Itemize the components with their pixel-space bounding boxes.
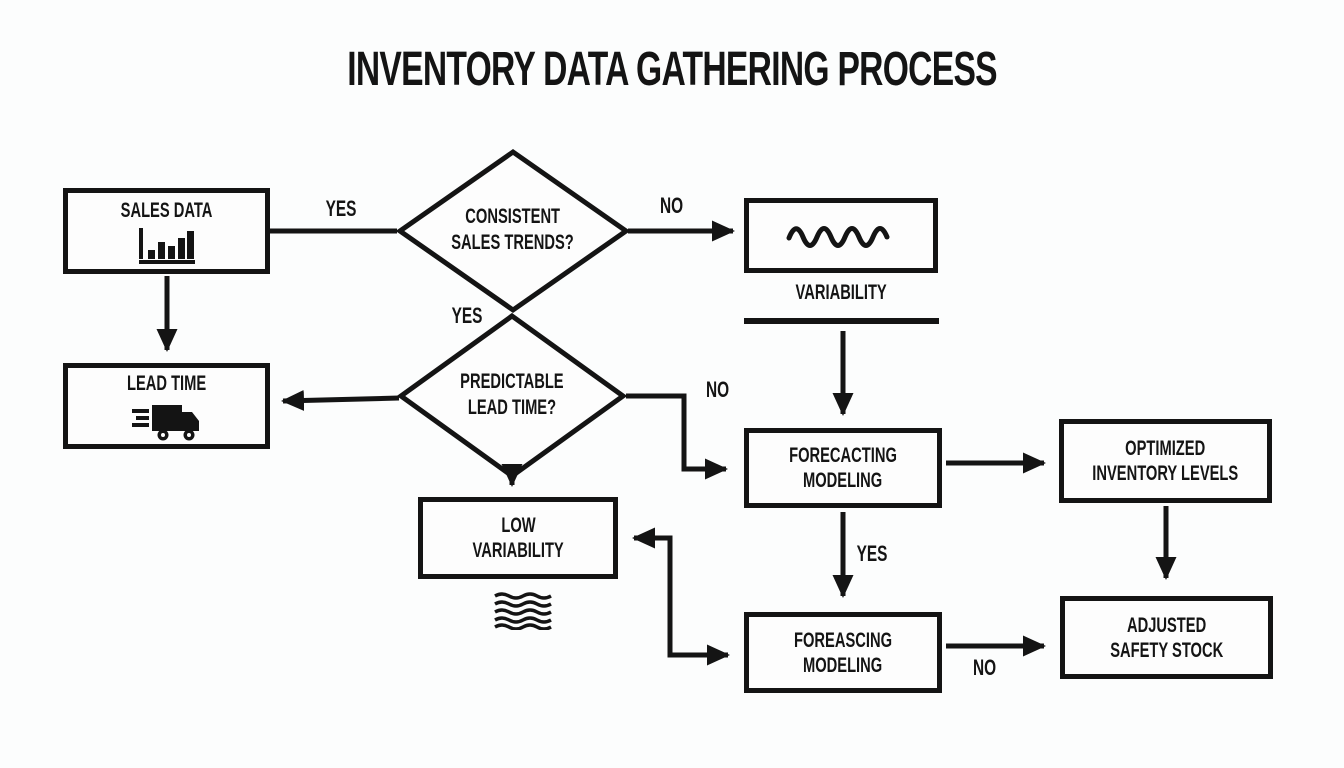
node-variability (744, 198, 938, 273)
lead-time-label: LEAD TIME (126, 371, 207, 395)
variability-label: VARIABILITY (795, 281, 887, 304)
optimized-inventory-levels-label: OPTIMIZED INVENTORY LEVELS (1092, 437, 1239, 485)
truck-icon (131, 404, 199, 440)
node-lead-time: LEAD TIME (63, 363, 270, 449)
low-variability-label: LOW VARIABILITY (472, 514, 564, 562)
diamond-consistent-sales-trends (395, 148, 631, 314)
node-sales-data: SALES DATA (63, 188, 270, 274)
bar-chart-icon (138, 227, 195, 264)
forecasting-modeling-label: FORECACTING MODELING (789, 444, 897, 492)
edge-label-yes-sales: YES (325, 196, 357, 221)
waves-icon (494, 592, 552, 630)
foreascing-modeling-label: FOREASCING MODELING (793, 628, 892, 677)
predictable-lead-time-label: PREDICTABLE LEAD TIME? (460, 370, 564, 419)
node-foreascing-modeling: FOREASCING MODELING (744, 612, 942, 693)
sales-data-label: SALES DATA (120, 198, 213, 222)
edge-label-no-foreascing: NO (972, 655, 996, 680)
edge-low-variability-foreascing (631, 527, 731, 666)
node-adjusted-safety-stock: ADJUSTED SAFETY STOCK (1060, 596, 1273, 679)
edge-label-no-trends: NO (659, 193, 683, 218)
node-optimized-inventory-levels: OPTIMIZED INVENTORY LEVELS (1059, 419, 1272, 503)
edge-label-yes-trends: YES (451, 303, 483, 328)
consistent-sales-trends-label: CONSISTENT SALES TRENDS? (451, 205, 575, 254)
wave-icon (786, 225, 890, 248)
adjusted-safety-stock-label: ADJUSTED SAFETY STOCK (1109, 613, 1223, 662)
page-title: INVENTORY DATA GATHERING PROCESS (347, 43, 997, 96)
edge-label-yes-forecast: YES (856, 541, 888, 566)
edge-predictable-yes-to-lead-time (281, 389, 400, 411)
edge-label-no-lead-time: NO (705, 377, 729, 402)
node-low-variability: LOW VARIABILITY (418, 497, 618, 579)
edge-predictable-no-to-forecasting (626, 393, 729, 480)
node-forecasting-modeling: FORECACTING MODELING (744, 428, 942, 508)
